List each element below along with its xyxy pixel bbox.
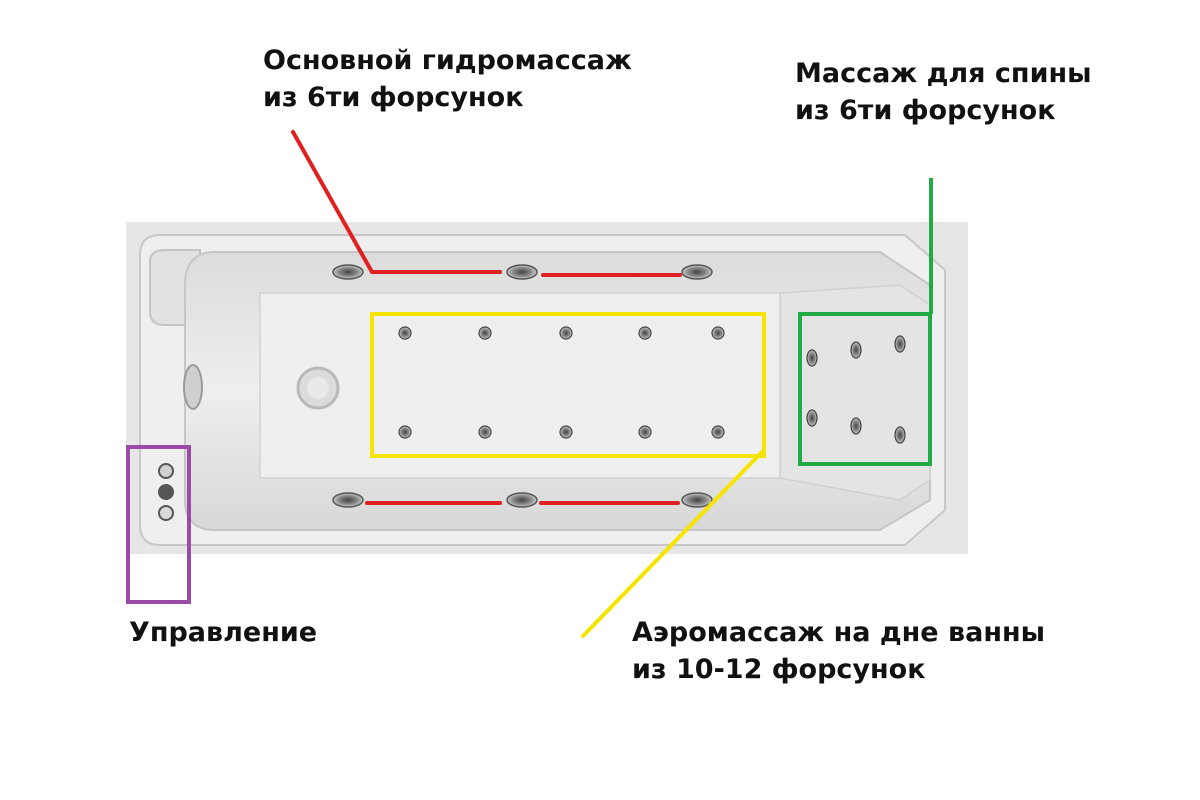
aero-jet (711, 425, 725, 439)
control-buttons (158, 463, 174, 521)
annotation-main-hydro (291, 130, 682, 505)
aero-jet (559, 326, 573, 340)
label-back-massage-line1: Массаж для спины (795, 58, 1092, 89)
label-main-hydromassage-line2: из 6ти форсунок (263, 82, 524, 113)
control-button (158, 484, 174, 500)
hydro-jet (506, 492, 538, 508)
back-jet (850, 341, 862, 359)
back-jets (806, 335, 906, 444)
annotation-aero (370, 312, 766, 638)
label-aeromassage-line2: из 10-12 форсунок (632, 654, 926, 685)
label-aeromassage-line1: Аэромассаж на дне ванны (632, 617, 1046, 648)
back-jet (850, 417, 862, 435)
back-jet (806, 349, 818, 367)
label-aeromassage: Аэромассаж на дне ванны из 10-12 форсуно… (632, 614, 1045, 688)
hydro-jet (332, 264, 364, 280)
label-control-text: Управление (129, 617, 318, 648)
back-jet (894, 335, 906, 353)
control-button (158, 505, 174, 521)
aero-jet (398, 425, 412, 439)
hydro-jet (681, 492, 713, 508)
back-jet (806, 409, 818, 427)
back-rest-slope (779, 284, 931, 501)
label-main-hydromassage-line1: Основной гидромассаж (263, 45, 632, 76)
overflow-icon (183, 364, 203, 410)
annotation-back (798, 178, 933, 466)
hydro-jet (332, 492, 364, 508)
aero-jet (478, 326, 492, 340)
control-button (158, 463, 174, 479)
aero-jet (638, 425, 652, 439)
aero-jets (398, 326, 725, 439)
aero-jet (398, 326, 412, 340)
hydro-jet (681, 264, 713, 280)
bathtub-floor (259, 292, 801, 479)
aero-jet (711, 326, 725, 340)
control-zone-box (126, 445, 191, 604)
aero-zone-box (370, 312, 766, 458)
label-control: Управление (129, 614, 317, 651)
hydro-jets (332, 264, 713, 508)
label-main-hydromassage: Основной гидромассаж из 6ти форсунок (263, 42, 632, 116)
aero-jet (478, 425, 492, 439)
aero-jet (559, 425, 573, 439)
hydro-jet (506, 264, 538, 280)
back-jet (894, 426, 906, 444)
label-back-massage: Массаж для спины из 6ти форсунок (795, 55, 1092, 129)
label-back-massage-line2: из 6ти форсунок (795, 95, 1056, 126)
aero-jet (638, 326, 652, 340)
back-zone-box (798, 312, 932, 466)
